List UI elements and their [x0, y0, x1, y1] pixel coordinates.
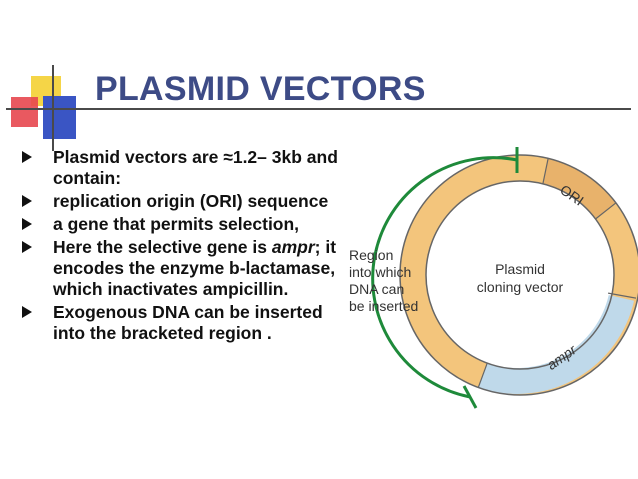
bullet-item: replication origin (ORI) sequence	[20, 191, 345, 212]
ring-inner-outline	[425, 180, 615, 370]
bullet-item: Plasmid vectors are ≈1.2– 3kb and contai…	[20, 147, 345, 189]
slide-title: PLASMID VECTORS	[95, 70, 426, 108]
bullet-item: a gene that permits selection,	[20, 214, 345, 235]
bullet-arrow-icon	[22, 218, 32, 230]
ori-divider-2	[595, 202, 617, 220]
title-underline	[6, 108, 631, 110]
bullet-arrow-icon	[22, 151, 32, 163]
bullet-arrow-icon	[22, 241, 32, 253]
center-label-line-1: Plasmid	[495, 261, 545, 277]
ori-segment	[541, 158, 617, 220]
ring-outer-outline	[399, 154, 638, 396]
plasmid-diagram-svg: Region into which DNA can be inserted Pl…	[349, 147, 638, 409]
decorative-blue-square	[43, 96, 76, 139]
amp-segment	[478, 294, 635, 394]
bracket-tick-bottom	[462, 385, 478, 409]
amp-divider-2	[477, 362, 488, 388]
bullet-item: Here the selective gene is ampr; it enco…	[20, 237, 345, 300]
plasmid-diagram: Region into which DNA can be inserted Pl…	[340, 140, 638, 410]
center-label-line-2: cloning vector	[477, 279, 564, 295]
region-label-line-1: Region	[349, 247, 393, 263]
ori-divider-1	[542, 158, 549, 184]
region-label-line-4: be inserted	[349, 298, 418, 314]
bullet-arrow-icon	[22, 195, 32, 207]
region-label-line-3: DNA can	[349, 281, 404, 297]
bullet-item: Exogenous DNA can be inserted into the b…	[20, 302, 345, 344]
bullet-list: Plasmid vectors are ≈1.2– 3kb and contai…	[20, 147, 345, 346]
amp-divider-1	[607, 292, 637, 299]
insertion-bracket	[371, 156, 518, 399]
decorative-red-square	[11, 97, 38, 127]
region-label-line-2: into which	[349, 264, 411, 280]
bullet-arrow-icon	[22, 306, 32, 318]
